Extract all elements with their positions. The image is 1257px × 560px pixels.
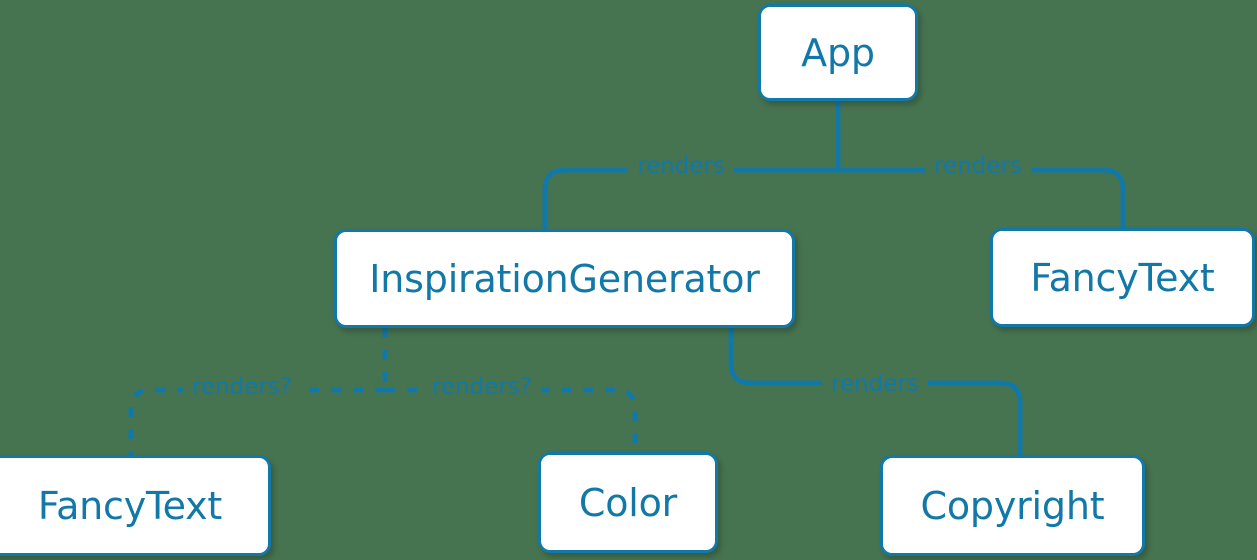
edge-label-inspirationgenerator-to-color: renders? (423, 376, 542, 399)
edge-app-to-inspirationgenerator (542, 167, 841, 232)
edge-label-inspirationgenerator-to-fancytext: renders? (183, 376, 302, 399)
node-inspirationgenerator-label: InspirationGenerator (369, 256, 760, 301)
node-app-label: App (801, 30, 875, 75)
node-color-label: Color (578, 480, 678, 525)
edge-inspiration-to-color-dashed (385, 387, 638, 452)
node-app[interactable]: App (758, 4, 918, 101)
edge-app-to-fancytext (835, 167, 1126, 231)
edge-label-app-to-inspirationgenerator: renders (628, 155, 734, 178)
node-fancytext-top-label: FancyText (1030, 255, 1215, 300)
node-fancytext-top[interactable]: FancyText (990, 228, 1255, 327)
node-copyright[interactable]: Copyright (880, 455, 1145, 556)
edge-label-inspirationgenerator-to-copyright: renders (822, 373, 928, 396)
node-inspirationgenerator[interactable]: InspirationGenerator (334, 229, 795, 328)
node-copyright-label: Copyright (920, 483, 1105, 528)
edge-inspiration-to-fancytext-dashed (128, 387, 385, 455)
node-fancytext-bottom[interactable]: FancyText (0, 455, 271, 556)
node-color[interactable]: Color (538, 452, 718, 553)
edge-label-app-to-fancytext: renders (925, 155, 1031, 178)
node-fancytext-bottom-label: FancyText (37, 483, 223, 528)
